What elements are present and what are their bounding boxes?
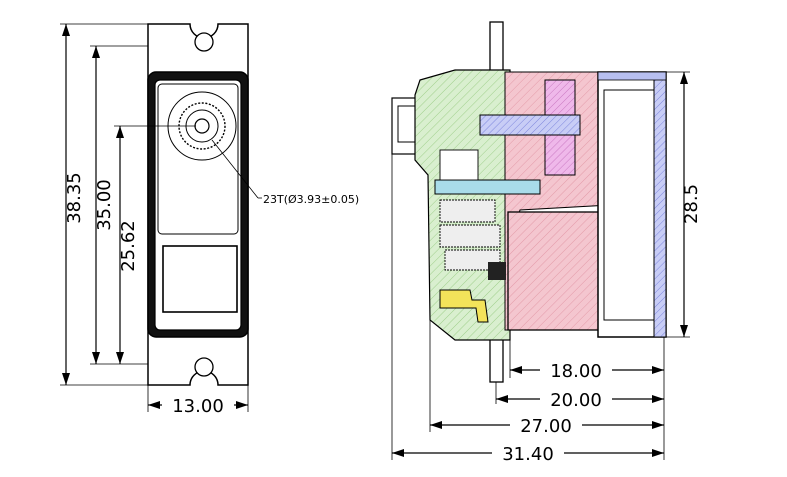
small-gear-stack (439, 149, 501, 271)
dim-total-height: 38.35 (64, 172, 85, 224)
dim-27: 27.00 (520, 416, 572, 437)
dim-width: 13.00 (172, 396, 224, 417)
top-mount-hole (194, 32, 214, 52)
bottom-mount-hole (194, 357, 214, 377)
yellow-clip (439, 289, 489, 323)
bottom-cover (653, 71, 667, 338)
dim-20: 20.00 (550, 390, 602, 411)
front-view: 38.35 35.00 25.62 13.00 23T(Ø3.93±0.05) (60, 23, 359, 417)
output-shaft (479, 114, 581, 136)
spline-callout: 23T(Ø3.93±0.05) (263, 193, 359, 206)
front-window (162, 245, 238, 313)
dim-side-height: 28.5 (681, 184, 702, 224)
side-view: 28.5 18.00 20.00 27.00 31.40 (391, 21, 702, 465)
potentiometer (488, 262, 506, 280)
case-inner (603, 89, 655, 321)
intermediate-shaft (434, 179, 541, 195)
case-top-strip (597, 71, 667, 81)
output-shaft-center (194, 118, 210, 134)
dim-18: 18.00 (550, 361, 602, 382)
dim-31: 31.40 (502, 444, 554, 465)
dim-shaft-to-bottom: 25.62 (118, 220, 139, 272)
dim-body-height: 35.00 (94, 179, 115, 231)
